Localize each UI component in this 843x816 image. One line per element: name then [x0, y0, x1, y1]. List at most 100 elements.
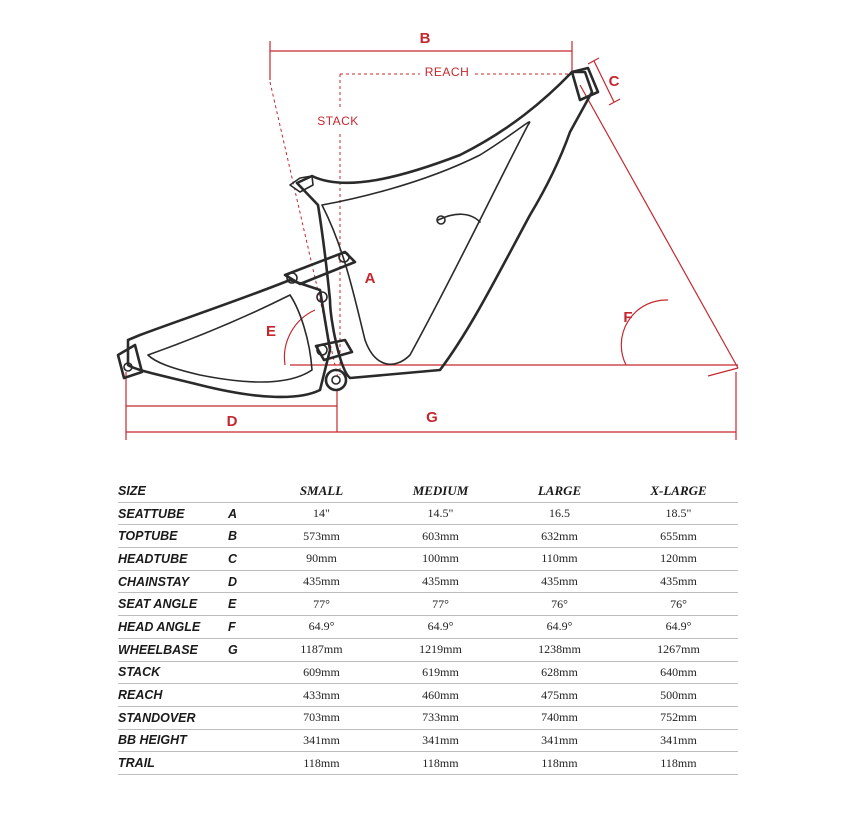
cell-x-large: 341mm [619, 729, 738, 753]
front-triangle-outline [295, 70, 594, 380]
cell-medium: 1219mm [381, 638, 500, 662]
table-row: HEAD ANGLE F 64.9° 64.9° 64.9° 64.9° [118, 615, 738, 639]
cell-x-large: 655mm [619, 524, 738, 549]
cell-medium: 64.9° [381, 615, 500, 639]
column-header-medium: MEDIUM [381, 480, 500, 503]
rear-dropout [116, 343, 144, 380]
frame-geometry-diagram: B REACH STACK C F E A D G [116, 30, 739, 440]
cell-x-large: 500mm [619, 683, 738, 707]
steering-axis-end [707, 367, 739, 377]
dim-label-b: B [420, 30, 431, 47]
lower-pivot-upper [316, 291, 328, 303]
table-row: REACH 433mm 460mm 475mm 500mm [118, 683, 738, 707]
steering-axis [579, 84, 739, 369]
row-label: STACK [118, 661, 228, 685]
rocker-pivot [286, 272, 298, 284]
cell-x-large: 752mm [619, 706, 738, 730]
cell-small: 433mm [262, 683, 381, 707]
dim-c-line [593, 60, 615, 103]
column-header-small: SMALL [262, 480, 381, 503]
cell-large: 110mm [500, 547, 619, 571]
row-label: SEAT ANGLE [118, 592, 228, 617]
row-label: CHAINSTAY [118, 570, 228, 594]
cell-x-large: 76° [619, 592, 738, 617]
dim-label-a: A [365, 270, 376, 287]
shock-mount-tab [437, 213, 481, 223]
row-letter: G [228, 638, 262, 662]
cell-x-large: 1267mm [619, 638, 738, 662]
cell-medium: 14.5" [381, 502, 500, 526]
cell-medium: 733mm [381, 706, 500, 730]
rocker-link [283, 250, 357, 286]
row-letter: D [228, 570, 262, 594]
cell-medium: 100mm [381, 547, 500, 571]
cell-x-large: 120mm [619, 547, 738, 571]
row-letter [228, 661, 262, 685]
row-letter: B [228, 524, 262, 549]
cell-medium: 460mm [381, 683, 500, 707]
rear-axle [123, 362, 133, 372]
cell-small: 77° [262, 592, 381, 617]
cell-small: 90mm [262, 547, 381, 571]
row-label: STANDOVER [118, 706, 228, 730]
cell-small: 703mm [262, 706, 381, 730]
column-header-size: SIZE [118, 480, 228, 503]
table-row: SEAT ANGLE E 77° 77° 76° 76° [118, 592, 738, 617]
dim-label-g: G [426, 409, 438, 426]
table-row: CHAINSTAY D 435mm 435mm 435mm 435mm [118, 570, 738, 594]
bottom-bracket [324, 368, 348, 392]
seat-angle-arc [283, 309, 316, 366]
table-header-row: SIZE SMALL MEDIUM LARGE X-LARGE [118, 480, 738, 503]
cell-medium: 435mm [381, 570, 500, 594]
cell-medium: 603mm [381, 524, 500, 549]
head-tube [570, 66, 600, 102]
lower-pivot [316, 344, 328, 356]
table-row: SEATTUBE A 14" 14.5" 16.5 18.5" [118, 502, 738, 526]
dim-label-c: C [609, 73, 620, 90]
cell-large: 64.9° [500, 615, 619, 639]
stack-label: STACK [317, 114, 359, 128]
row-label: SEATTUBE [118, 502, 228, 526]
cell-small: 435mm [262, 570, 381, 594]
rear-triangle-inner [147, 294, 313, 383]
cell-large: 16.5 [500, 502, 619, 526]
column-header-x-large: X-LARGE [619, 480, 738, 503]
dim-label-d: D [227, 413, 238, 430]
cell-small: 341mm [262, 729, 381, 753]
row-letter [228, 683, 262, 707]
row-label: WHEELBASE [118, 638, 228, 662]
rocker-pivot-front [338, 251, 350, 263]
row-letter: A [228, 502, 262, 526]
front-triangle-inner [321, 121, 531, 365]
row-letter: E [228, 592, 262, 617]
cell-large: 76° [500, 592, 619, 617]
cell-medium: 341mm [381, 729, 500, 753]
cell-x-large: 18.5" [619, 502, 738, 526]
dim-c-tick-top [587, 57, 600, 65]
dim-label-f: F [623, 309, 632, 326]
shock-mount-bolt [436, 215, 446, 225]
lower-link [314, 338, 354, 362]
cell-x-large: 64.9° [619, 615, 738, 639]
table-row: STACK 609mm 619mm 628mm 640mm [118, 661, 738, 685]
column-header-large: LARGE [500, 480, 619, 503]
table-row: TRAIL 118mm 118mm 118mm 118mm [118, 751, 738, 775]
row-letter [228, 706, 262, 730]
cell-x-large: 118mm [619, 751, 738, 775]
row-letter [228, 751, 262, 775]
cell-x-large: 435mm [619, 570, 738, 594]
cell-large: 628mm [500, 661, 619, 685]
row-letter: C [228, 547, 262, 571]
column-header-letter [228, 480, 262, 503]
cell-large: 1238mm [500, 638, 619, 662]
cell-x-large: 640mm [619, 661, 738, 685]
cell-large: 632mm [500, 524, 619, 549]
table-row: STANDOVER 703mm 733mm 740mm 752mm [118, 706, 738, 730]
table-row: BB HEIGHT 341mm 341mm 341mm 341mm [118, 729, 738, 753]
rear-triangle [126, 278, 332, 399]
table-row: WHEELBASE G 1187mm 1219mm 1238mm 1267mm [118, 638, 738, 662]
cell-large: 118mm [500, 751, 619, 775]
cell-large: 740mm [500, 706, 619, 730]
table-row: HEADTUBE C 90mm 100mm 110mm 120mm [118, 547, 738, 571]
cell-large: 475mm [500, 683, 619, 707]
